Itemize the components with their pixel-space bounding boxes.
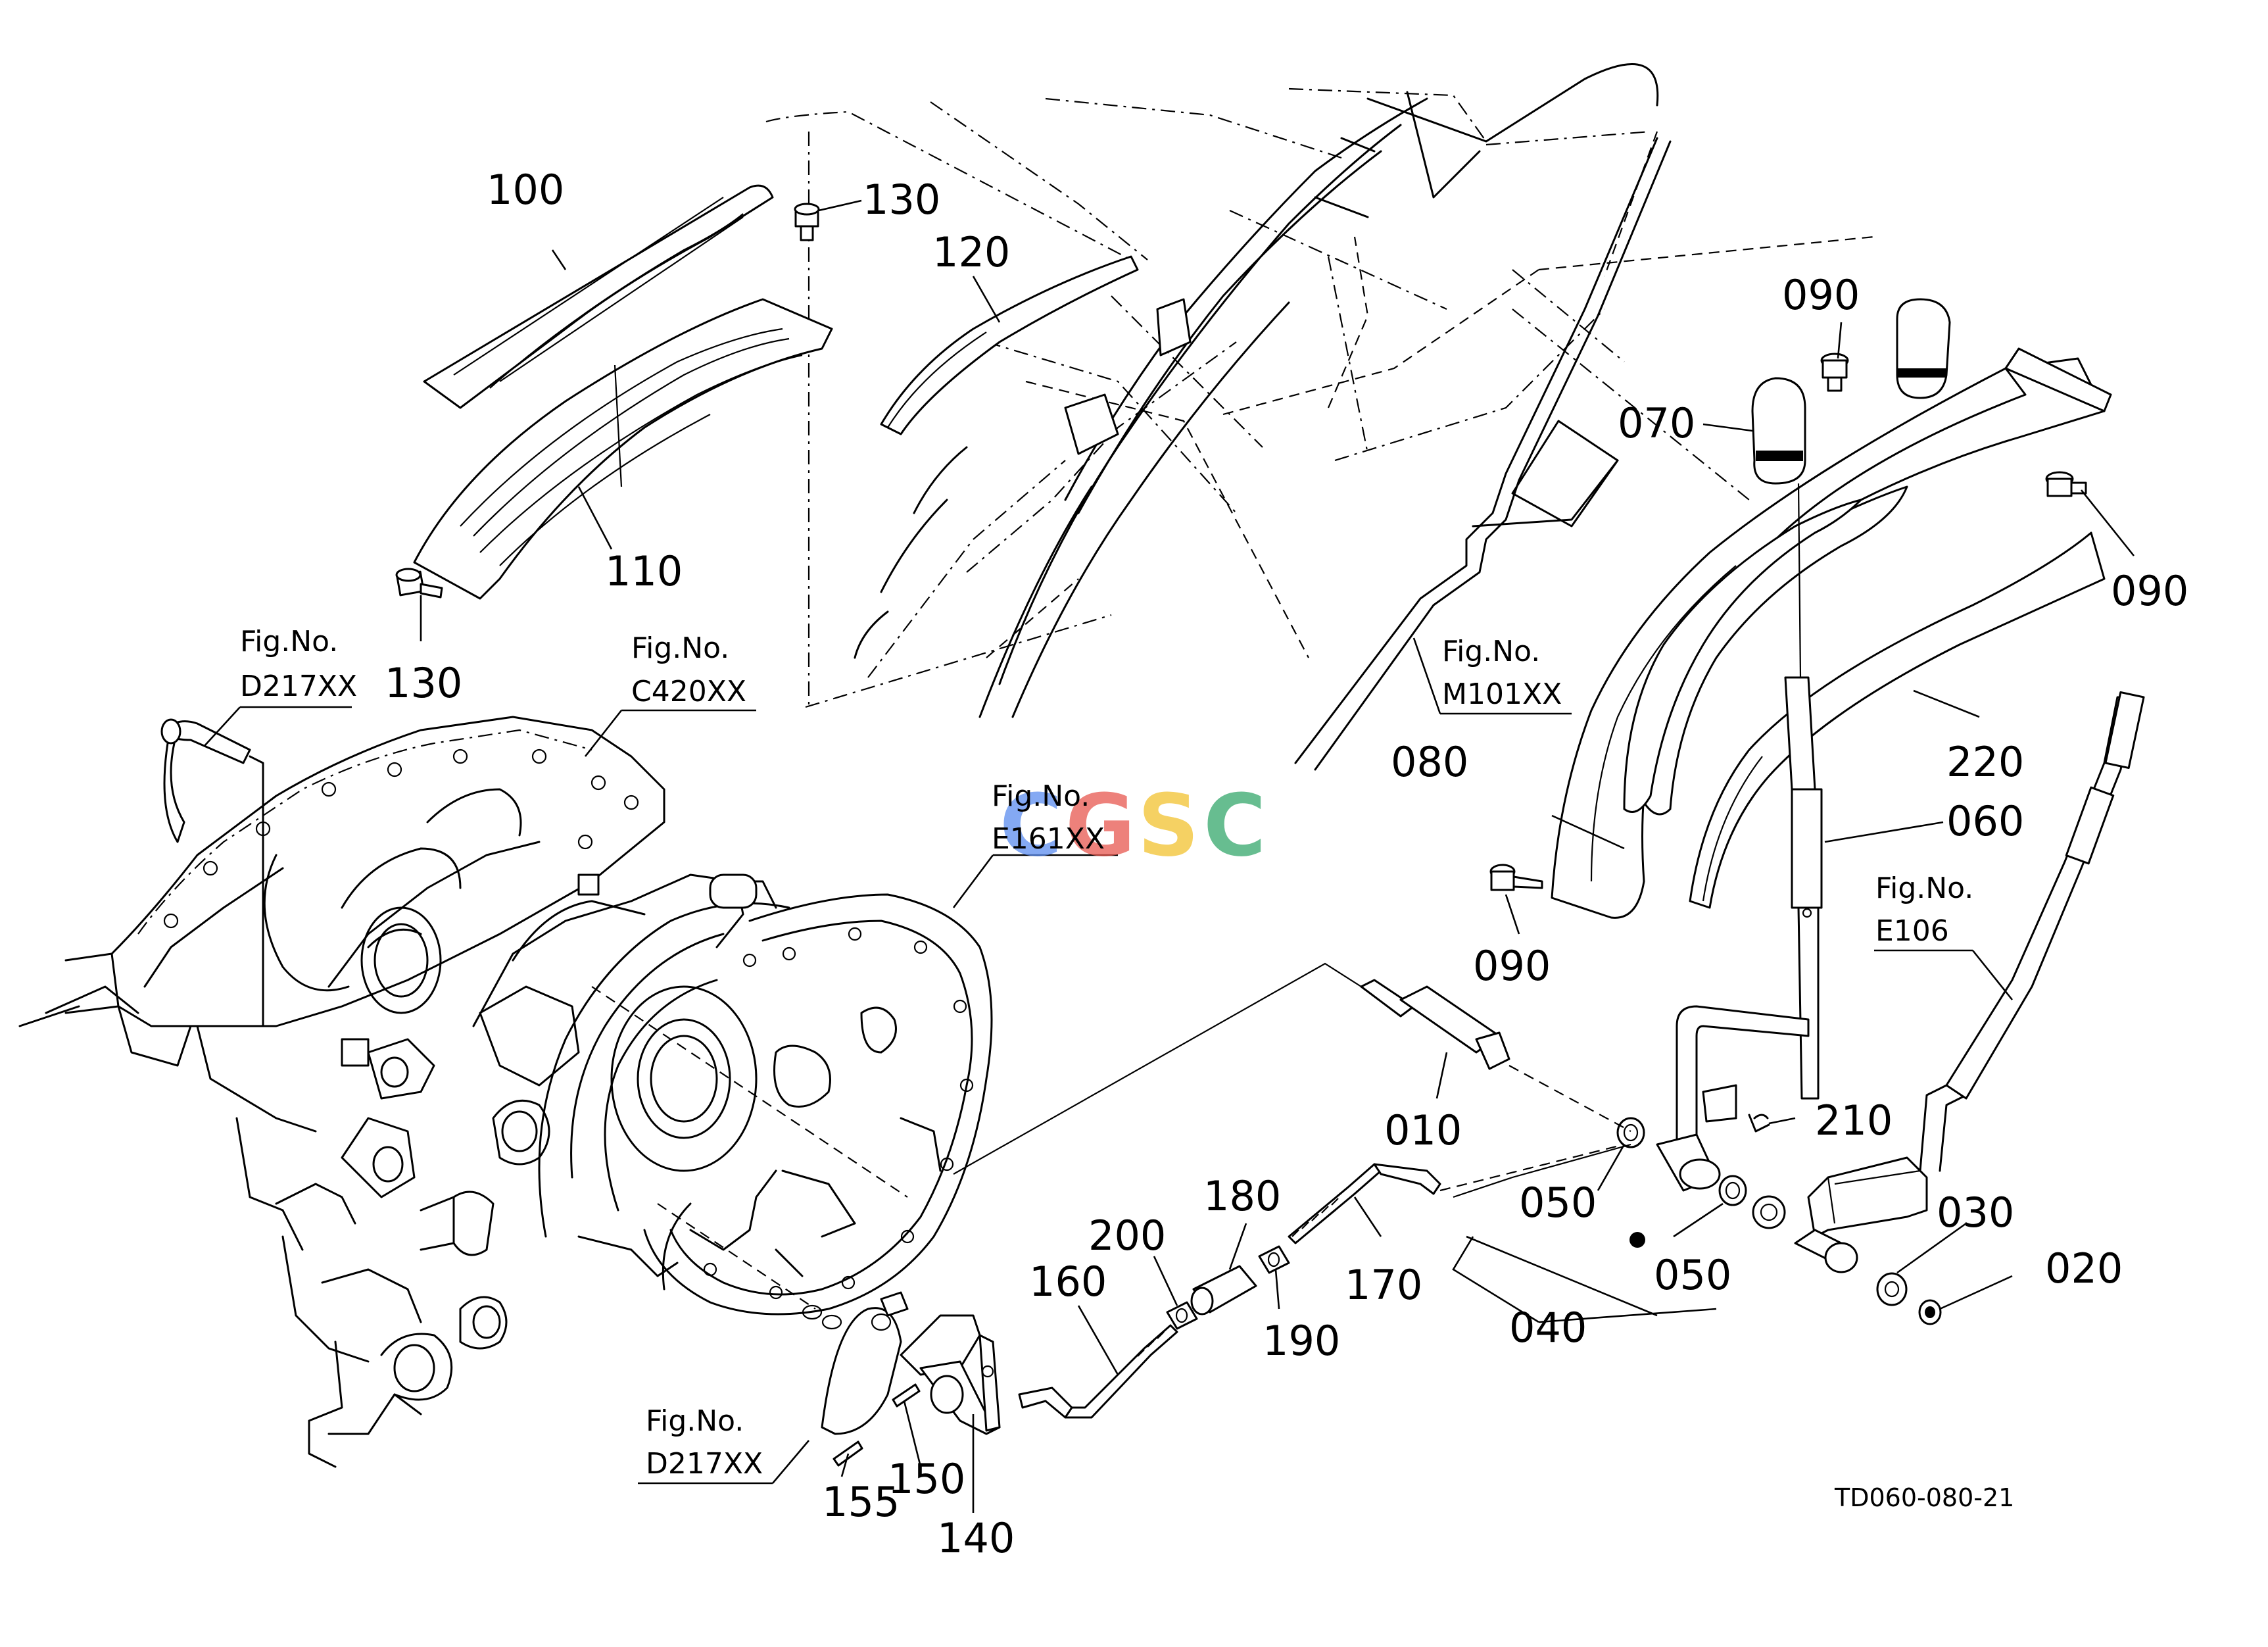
fig-number: D217XX	[240, 670, 357, 703]
label-090-right[interactable]: 090	[2111, 567, 2188, 615]
label-030[interactable]: 030	[1937, 1189, 2014, 1237]
pin-210[interactable]	[1748, 1114, 1770, 1133]
nut-190[interactable]	[1258, 1245, 1290, 1274]
label-050-right[interactable]: 050	[1654, 1251, 1731, 1299]
label-070[interactable]: 070	[1618, 399, 1695, 447]
label-010[interactable]: 010	[1384, 1106, 1462, 1154]
label-110[interactable]: 110	[605, 547, 683, 595]
label-090-top[interactable]: 090	[1782, 271, 1860, 319]
fig-number: D217XX	[646, 1447, 763, 1481]
seal-220[interactable]	[1689, 531, 2106, 909]
fig-caption: Fig.No.	[646, 1404, 744, 1438]
fig-ref-leaders	[203, 637, 2014, 1485]
fig-caption: Fig.No.	[631, 631, 729, 665]
label-130-bottom[interactable]: 130	[385, 659, 462, 707]
fig-number: C420XX	[631, 675, 746, 708]
bolt-090-right[interactable]	[2045, 471, 2087, 497]
watermark-letter-c2: C	[1203, 775, 1266, 875]
fig-caption: Fig.No.	[1875, 872, 1973, 905]
plate-100[interactable]	[423, 184, 774, 409]
pin-010[interactable]	[1360, 979, 1631, 1132]
collar	[1752, 1195, 1786, 1229]
clutch-housing	[472, 873, 993, 1315]
label-160[interactable]: 160	[1029, 1258, 1107, 1306]
label-090-bottom[interactable]: 090	[1473, 942, 1551, 990]
fig-ref-d217-top[interactable]: Fig.No. D217XX	[240, 625, 357, 703]
circlip-020[interactable]	[1918, 1299, 1942, 1325]
fig-caption: Fig.No.	[1442, 635, 1540, 668]
pin-150[interactable]	[892, 1383, 921, 1408]
bolt-130-top[interactable]	[794, 203, 820, 241]
label-210[interactable]: 210	[1815, 1096, 1893, 1144]
knob-070-second[interactable]	[1896, 298, 1951, 399]
strip-120[interactable]	[880, 255, 1139, 435]
label-140[interactable]: 140	[937, 1514, 1015, 1562]
watermark-letter-c1: C	[1000, 775, 1062, 875]
bushing-050-right[interactable]	[1718, 1175, 1747, 1206]
turnbuckle-180[interactable]	[1190, 1265, 1257, 1315]
small-washers	[802, 1304, 842, 1330]
lever-guide-080[interactable]	[1551, 347, 2112, 919]
watermark-letter-s: S	[1138, 775, 1199, 875]
fig-caption: Fig.No.	[992, 779, 1090, 813]
nut-200[interactable]	[1166, 1301, 1198, 1330]
rod-170[interactable]	[1288, 1143, 1625, 1244]
fig-number: E161XX	[992, 822, 1105, 856]
label-020[interactable]: 020	[2045, 1244, 2123, 1292]
bolt-090-bottom[interactable]	[1489, 864, 1543, 891]
step-support-lines	[1294, 137, 1672, 771]
label-170[interactable]: 170	[1345, 1261, 1422, 1309]
label-100[interactable]: 100	[487, 166, 564, 214]
fender-solid-outline	[854, 63, 1659, 718]
fig-number: M101XX	[1442, 677, 1562, 711]
shaft-assembly-040[interactable]	[1629, 1005, 1810, 1248]
reference-lines	[614, 364, 1631, 1198]
plate-d217	[821, 1291, 909, 1435]
label-200[interactable]: 200	[1088, 1212, 1166, 1260]
knob-070[interactable]	[1751, 377, 1806, 485]
fig-ref-e106[interactable]: Fig.No. E106	[1875, 872, 1973, 948]
bracket-140[interactable]	[900, 1314, 1001, 1435]
label-080[interactable]: 080	[1391, 738, 1468, 786]
label-120[interactable]: 120	[932, 228, 1010, 276]
label-155[interactable]: 155	[822, 1478, 900, 1526]
drawing-code: TD060-080-21	[1834, 1483, 2014, 1512]
leader-lines	[420, 199, 2135, 1513]
label-060[interactable]: 060	[1946, 797, 2024, 845]
fig-ref-c420[interactable]: Fig.No. C420XX	[631, 631, 746, 708]
fender-frame-outline	[765, 87, 1875, 710]
fig-ref-m101[interactable]: Fig.No. M101XX	[1442, 635, 1562, 711]
part-labels: 100 130 120 110 130 090 070 090 080 220 …	[385, 166, 2188, 1562]
fig-number: E106	[1875, 914, 1949, 948]
label-190[interactable]: 190	[1263, 1317, 1340, 1365]
guide-plate-110[interactable]	[413, 298, 833, 600]
bushing-050-left[interactable]	[1616, 1117, 1645, 1148]
washer-030[interactable]	[1876, 1272, 1908, 1306]
label-040[interactable]: 040	[1509, 1304, 1587, 1352]
rod-160[interactable]	[1018, 1324, 1178, 1419]
label-050-left[interactable]: 050	[1519, 1179, 1597, 1227]
lever-d217-top	[160, 718, 264, 1027]
label-150[interactable]: 150	[888, 1455, 965, 1503]
figure-references: Fig.No. D217XX Fig.No. C420XX Fig.No. M1…	[240, 625, 1973, 1481]
bracket-e106	[1794, 691, 2145, 1273]
bolt-090-top[interactable]	[1820, 353, 1849, 392]
bolt-130-bottom[interactable]	[395, 568, 443, 599]
fig-caption: Fig.No.	[240, 625, 338, 658]
label-130-top[interactable]: 130	[863, 176, 940, 224]
watermark-letter-g: G	[1065, 775, 1136, 875]
transmission-housing	[18, 716, 665, 1468]
watermark-logo: C G S C	[1000, 775, 1266, 875]
label-220[interactable]: 220	[1946, 738, 2024, 786]
shift-lever-060[interactable]	[1784, 483, 1823, 1100]
label-180[interactable]: 180	[1203, 1172, 1281, 1220]
fig-ref-e161[interactable]: Fig.No. E161XX	[992, 779, 1105, 856]
fig-ref-d217-bottom[interactable]: Fig.No. D217XX	[646, 1404, 763, 1481]
